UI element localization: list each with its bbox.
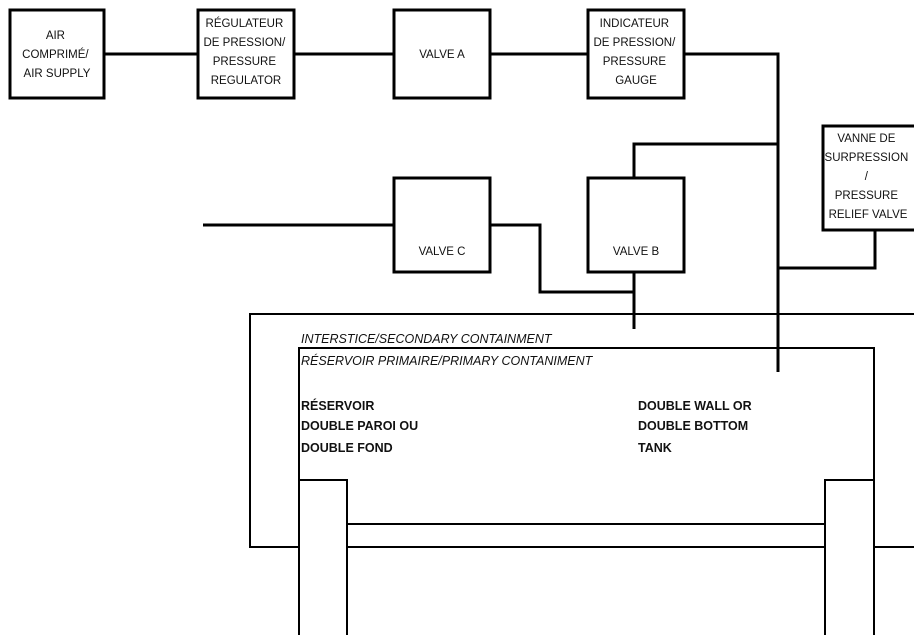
primary-containment-label: RÉSERVOIR PRIMAIRE/PRIMARY CONTANIMENT bbox=[301, 353, 594, 368]
tank-label-fr: RÉSERVOIR DOUBLE PAROI OU DOUBLE FOND bbox=[301, 398, 422, 455]
pressure-relief-valve-label: VANNE DE SURPRESSION / PRESSURE RELIEF V… bbox=[825, 133, 912, 221]
secondary-containment-wall bbox=[249, 313, 914, 548]
primary-containment-wall bbox=[298, 347, 875, 480]
pressure-regulator-label: RÉGULATEUR DE PRESSION/ PRESSURE REGULAT… bbox=[203, 17, 288, 87]
interstice-label: INTERSTICE/SECONDARY CONTAINMENT bbox=[301, 332, 553, 346]
pressure-gauge-label: INDICATEUR DE PRESSION/ PRESSURE GAUGE bbox=[593, 18, 678, 87]
pressure-relief-valve-box bbox=[821, 124, 914, 232]
pipe-gauge-to-tank bbox=[684, 52, 780, 372]
valve-b-label: VALVE B bbox=[613, 246, 660, 258]
tank-leg-left bbox=[298, 479, 348, 635]
pipe-valve-c-outlet bbox=[490, 223, 634, 294]
pipe-relief-valve bbox=[778, 230, 877, 270]
pipe-valve-b-top bbox=[632, 142, 778, 178]
air-supply-label: AIR COMPRIMÉ/ AIR SUPPLY bbox=[22, 30, 92, 80]
valve-c-label: VALVE C bbox=[419, 246, 466, 258]
tank-leg-right bbox=[824, 479, 875, 635]
valve-b-box bbox=[586, 176, 686, 274]
valve-a-label: VALVE A bbox=[419, 49, 465, 61]
tank-label-en: DOUBLE WALL OR DOUBLE BOTTOM TANK bbox=[638, 399, 755, 455]
